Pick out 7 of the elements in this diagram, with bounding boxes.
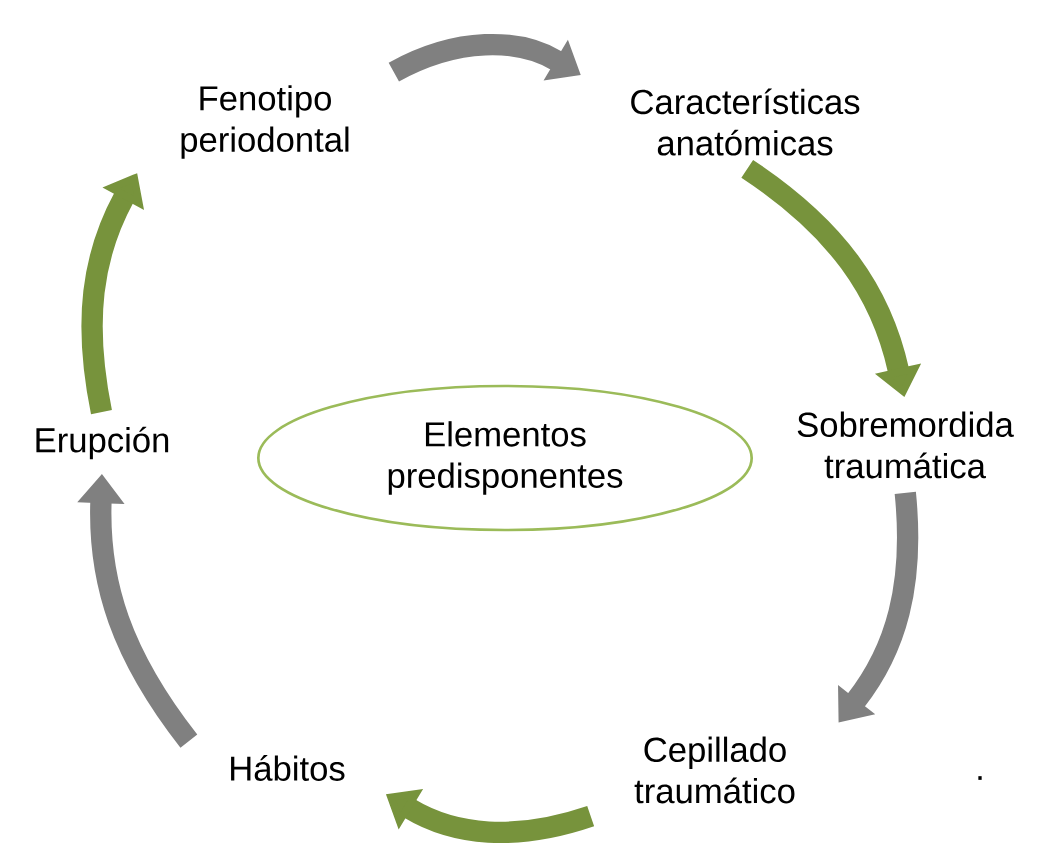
stage-label: Fenotipo periodontal [181, 85, 349, 159]
stage-label: Cepillado traumático [634, 736, 795, 804]
stage-label: Sobremordida traumática [797, 411, 1014, 479]
stage-label: Hábitos [231, 755, 345, 781]
stage-label: Erupción [36, 426, 169, 460]
stage-label: Características anatómicas [631, 88, 860, 156]
period-mark: . [978, 776, 982, 780]
